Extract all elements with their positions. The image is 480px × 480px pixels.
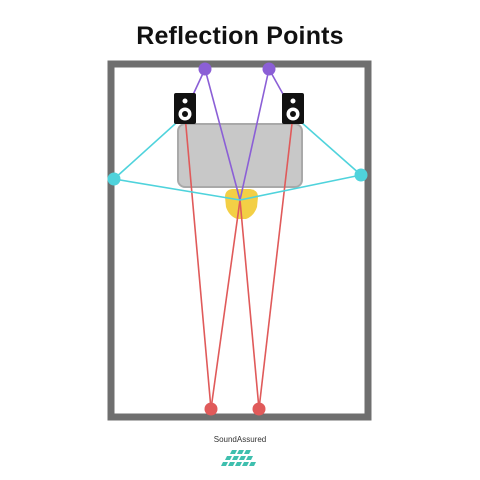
ceiling-reflection-point-left — [198, 62, 212, 76]
listener-head-icon — [225, 189, 258, 219]
speaker-left-tweeter — [182, 98, 188, 104]
rear-reflection-point-left — [204, 402, 218, 416]
logo-tile — [232, 456, 239, 460]
side-wall-reflections — [113, 114, 362, 201]
logo-tile — [242, 462, 249, 466]
rear-ray-right-reflected — [239, 199, 260, 410]
logo-tile — [235, 462, 242, 466]
logo-tile — [246, 456, 253, 460]
speaker-right-icon — [282, 93, 304, 124]
logo-tile — [237, 450, 244, 454]
logo-tile — [225, 456, 232, 460]
logo-tiles — [221, 450, 256, 466]
side-reflection-point-left — [107, 172, 121, 186]
soundassured-logo-icon — [221, 450, 256, 466]
brand-name: SoundAssured — [213, 435, 267, 444]
side-reflection-point-right — [354, 168, 368, 182]
logo-tile — [228, 462, 235, 466]
logo-tile — [230, 450, 237, 454]
speaker-left-woofer-center — [182, 111, 188, 117]
logo-tile — [244, 450, 251, 454]
rear-ray-left-reflected — [210, 199, 241, 410]
listener-head — [225, 189, 258, 219]
ceiling-reflection-point-right — [262, 62, 276, 76]
ceiling-ray-right-reflected — [239, 68, 270, 201]
side-ray-right-incident — [292, 114, 362, 176]
speaker-right-woofer-center — [290, 111, 296, 117]
rear-ray-left-incident — [184, 114, 212, 410]
ceiling-ray-left-reflected — [204, 68, 241, 201]
rear-ray-right-incident — [258, 114, 294, 410]
logo-tile — [249, 462, 256, 466]
rear-wall-reflections — [184, 114, 294, 410]
couch — [177, 123, 303, 188]
logo-tile — [239, 456, 246, 460]
speaker-left-icon — [174, 93, 196, 124]
side-ray-left-reflected — [113, 178, 241, 201]
logo-tile — [221, 462, 228, 466]
speaker-right-tweeter — [290, 98, 296, 104]
room-outline — [107, 60, 372, 421]
diagram-title: Reflection Points — [136, 22, 344, 50]
side-ray-left-incident — [113, 114, 186, 180]
side-ray-right-reflected — [239, 174, 362, 201]
rear-reflection-point-right — [252, 402, 266, 416]
